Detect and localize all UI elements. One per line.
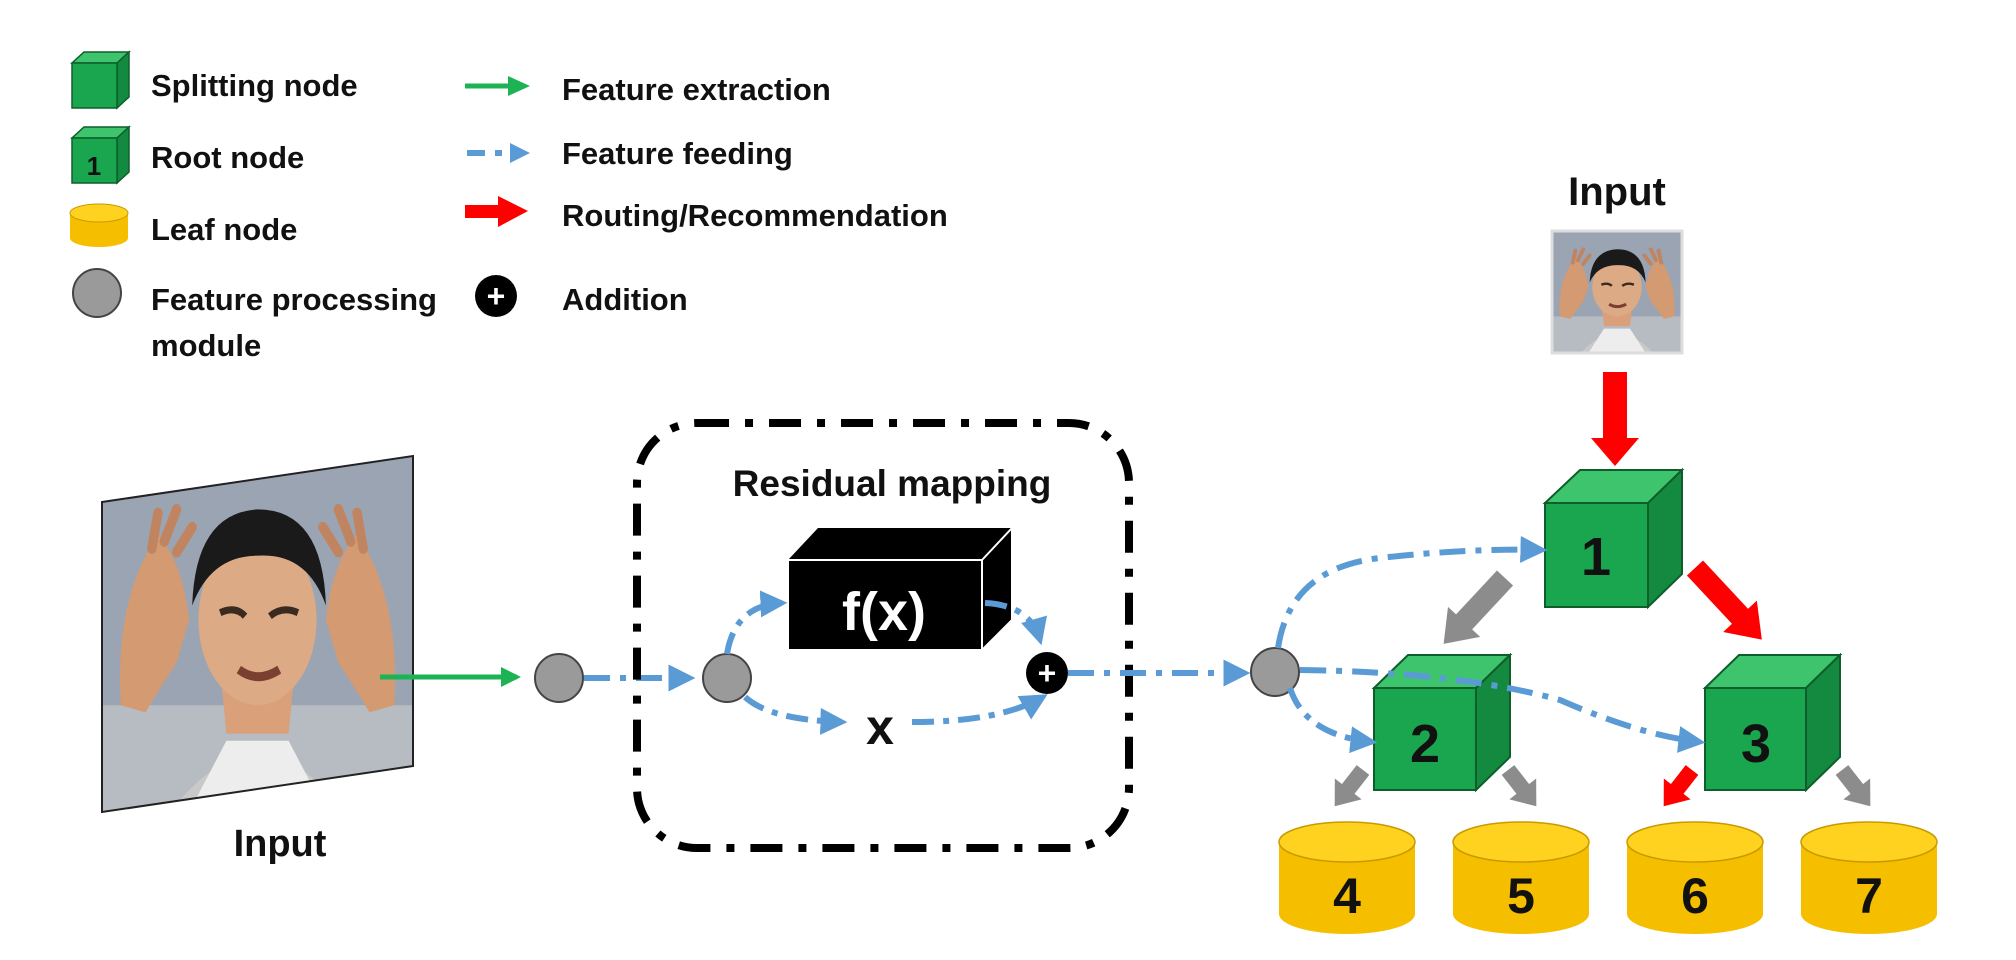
feature-feeding-arrow-from-function: [984, 600, 1048, 646]
tree-input-photo: [1550, 229, 1684, 355]
residual-block: Residual mapping f(x) x +: [633, 419, 1133, 852]
feature-feeding-arrow-to-node-3: [1299, 667, 1706, 753]
splitting-node-1-label: 1: [1581, 527, 1611, 587]
feature-feeding-arrow-to-node-1: [1275, 535, 1548, 649]
legend-routing-label: Routing/Recommendation: [562, 198, 948, 233]
route-arrow-2-to-5: [1501, 765, 1537, 807]
decision-tree: Input 1: [1275, 170, 1938, 934]
left-input-photo: [101, 454, 414, 814]
legend-addition-label: Addition: [562, 282, 688, 317]
leaf-node-6: 6: [1626, 821, 1764, 934]
leaf-node-5-label: 5: [1507, 868, 1535, 924]
feature-feeding-arrow-from-identity: [911, 694, 1048, 725]
feature-feeding-legend-arrow: [467, 143, 530, 163]
splitting-node-3-label: 3: [1741, 714, 1771, 774]
route-arrow-1-to-2: [1443, 570, 1514, 644]
leaf-node-5: 5: [1452, 821, 1590, 934]
leaf-node-4-label: 4: [1333, 868, 1361, 924]
function-label: f(x): [842, 582, 926, 642]
addition-node: [1026, 652, 1068, 694]
addition-node-symbol: +: [1038, 655, 1057, 691]
root-node-legend-icon: 1: [70, 125, 131, 185]
routing-arrow-input-to-1: [1591, 372, 1639, 466]
legend-feature-extraction-label: Feature extraction: [562, 72, 831, 107]
legend-addition-symbol: +: [487, 278, 506, 314]
legend-leaf-node-label: Leaf node: [151, 212, 297, 247]
legend-feature-processing-label-2: module: [151, 328, 261, 363]
leaf-node-7-label: 7: [1855, 868, 1883, 924]
legend-feature-feeding-label: Feature feeding: [562, 136, 793, 171]
feature-feeding-arrow-to-node-2: [1287, 687, 1378, 754]
feature-processing-module-1: [534, 653, 584, 703]
routing-arrow-3-to-6: [1663, 765, 1699, 807]
feature-processing-module-2: [702, 653, 752, 703]
legend-root-node-number: 1: [87, 151, 101, 181]
function-block: f(x): [787, 525, 1013, 653]
tree-input-label: Input: [1568, 170, 1666, 214]
splitting-node-legend-icon: [70, 50, 131, 110]
feature-feeding-arrow-to-identity: [742, 694, 848, 735]
residual-block-title: Residual mapping: [733, 463, 1052, 504]
splitting-node-2-label: 2: [1410, 714, 1440, 774]
legend-root-node-label: Root node: [151, 140, 304, 175]
splitting-node-3: 3: [1702, 652, 1843, 793]
splitting-node-2: 2: [1371, 652, 1513, 793]
left-input-label: Input: [234, 823, 327, 865]
leaf-node-4: 4: [1278, 821, 1416, 934]
legend-feature-processing-label-1: Feature processing: [151, 282, 437, 317]
feature-processing-module-3: [1250, 647, 1300, 697]
legend-splitting-node-label: Splitting node: [151, 68, 358, 103]
routing-arrow-1-to-3: [1686, 560, 1762, 640]
feature-extraction-legend-arrow: [465, 76, 530, 96]
legend: Splitting node 1 Root node Leaf node Fea…: [69, 50, 948, 363]
feature-feeding-arrow-to-function: [724, 590, 788, 655]
routing-legend-arrow: [465, 196, 528, 227]
splitting-node-1: 1: [1542, 467, 1685, 610]
route-arrow-2-to-4: [1334, 765, 1370, 807]
feature-processing-legend-icon: [72, 268, 122, 318]
leaf-node-legend-icon: [69, 203, 129, 247]
addition-legend-icon: +: [475, 275, 517, 317]
identity-label: x: [866, 699, 894, 755]
leaf-node-6-label: 6: [1681, 868, 1709, 924]
leaf-node-7: 7: [1800, 821, 1938, 934]
route-arrow-3-to-7: [1835, 765, 1871, 807]
